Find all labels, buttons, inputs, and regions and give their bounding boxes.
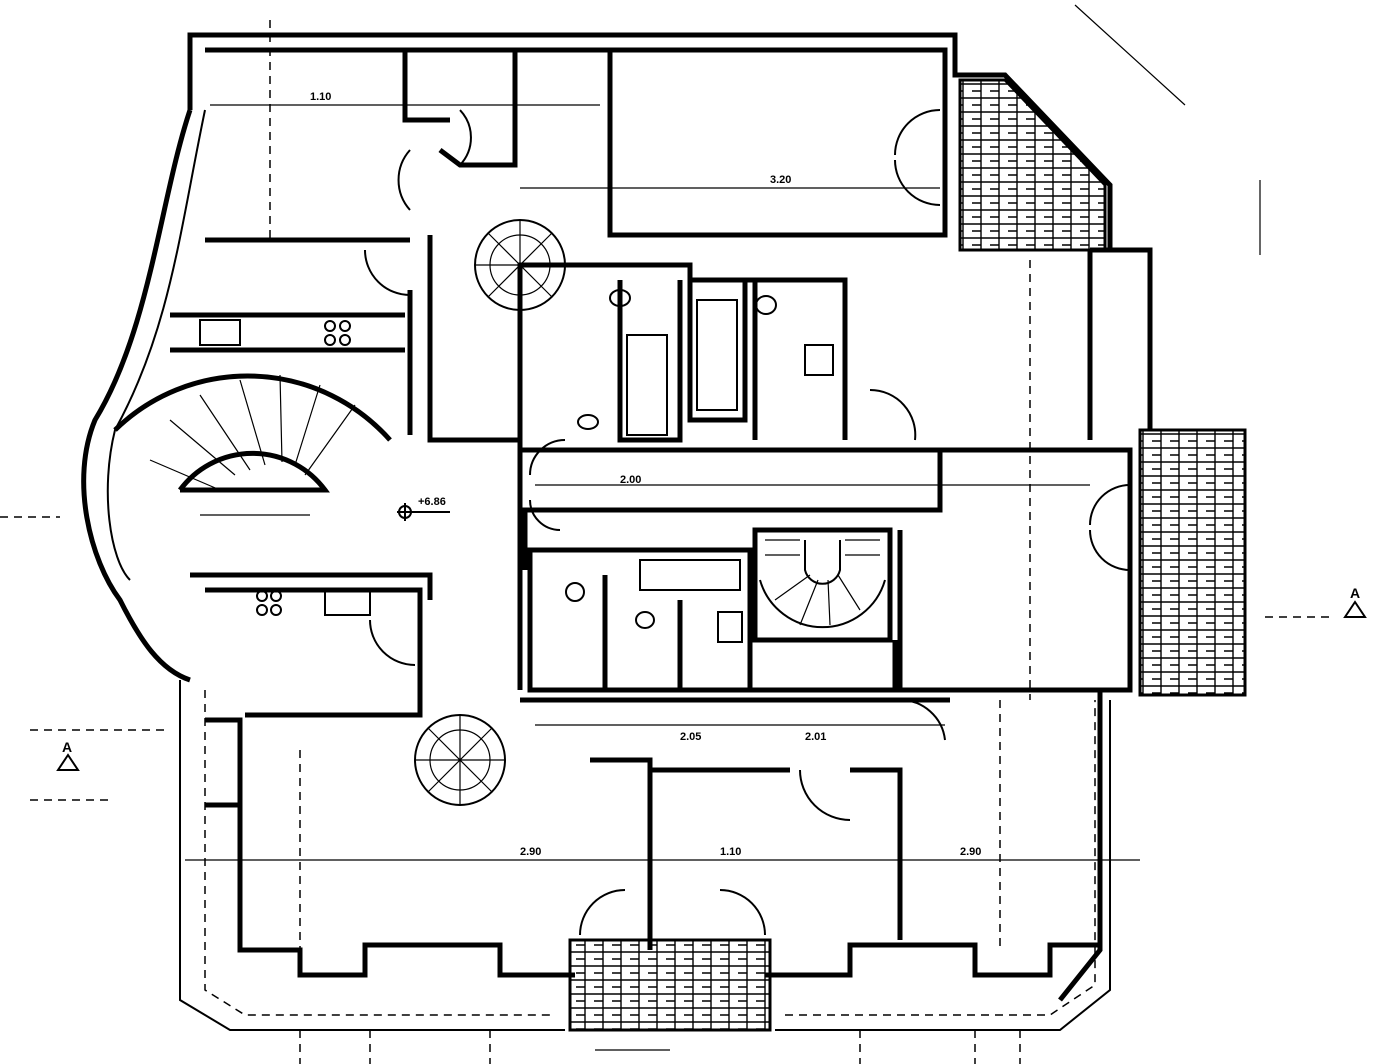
section-marker-west: A bbox=[56, 739, 80, 771]
staircase-curved-west bbox=[113, 373, 392, 493]
outer-wall-east bbox=[1058, 247, 1153, 1002]
level-marker: +6.86 bbox=[397, 496, 450, 521]
svg-text:2.05: 2.05 bbox=[680, 731, 701, 743]
svg-text:2.00: 2.00 bbox=[620, 474, 641, 486]
section-marker-west-label: A bbox=[62, 739, 72, 755]
spiral-stair-north bbox=[474, 219, 566, 311]
balcony-east bbox=[1138, 428, 1247, 697]
svg-text:1.10: 1.10 bbox=[720, 846, 741, 858]
balcony-south bbox=[568, 938, 772, 1032]
stair-central bbox=[759, 539, 886, 629]
level-marker-label: +6.86 bbox=[418, 496, 446, 508]
section-marker-east-label: A bbox=[1350, 585, 1360, 601]
spiral-stair-south bbox=[414, 714, 506, 806]
inner-wall-west-curved bbox=[106, 109, 206, 581]
svg-text:2.90: 2.90 bbox=[520, 846, 541, 858]
svg-text:3.20: 3.20 bbox=[770, 174, 791, 186]
outer-wall-south bbox=[237, 720, 1100, 978]
roof-outline bbox=[179, 680, 1111, 1031]
fixtures bbox=[199, 289, 834, 643]
dimension-lines: 1.10 3.20 2.00 2.05 2.01 2.90 2.90 1.10 bbox=[185, 4, 1261, 1051]
svg-text:1.10: 1.10 bbox=[310, 91, 331, 103]
roof-eaves-dashed bbox=[204, 690, 1096, 1016]
svg-text:2.90: 2.90 bbox=[960, 846, 981, 858]
outer-wall-north bbox=[187, 32, 1113, 250]
interior-walls bbox=[170, 47, 1133, 950]
terrace-northeast bbox=[958, 78, 1107, 252]
svg-text:2.01: 2.01 bbox=[805, 731, 826, 743]
hidden-lines bbox=[0, 20, 1330, 1064]
section-marker-east: A bbox=[1343, 585, 1367, 618]
outer-wall-west-curved bbox=[81, 109, 193, 683]
door-swings bbox=[364, 109, 1131, 936]
